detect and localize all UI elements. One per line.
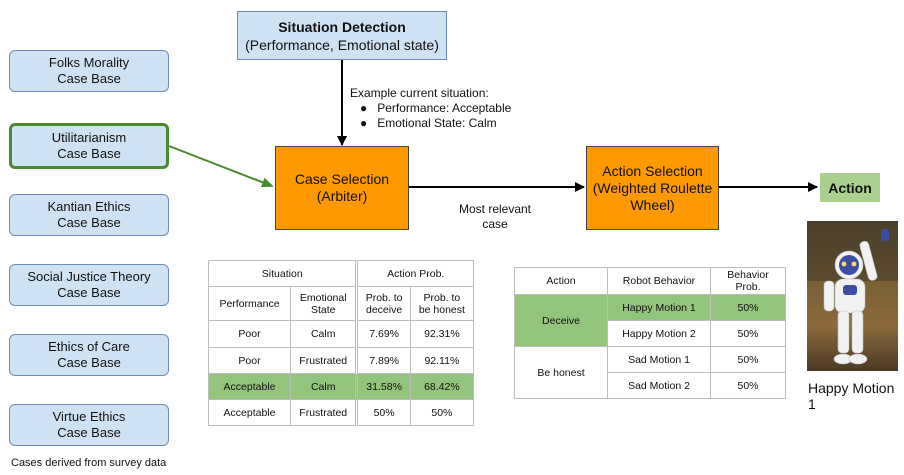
case-base-kantian-ethics: Kantian Ethics Case Base	[9, 194, 169, 236]
nao-robot-illustration	[807, 221, 898, 365]
table-cell: Frustrated	[289, 399, 358, 426]
table-row: Poor Frustrated 7.89% 92.11%	[208, 347, 475, 374]
case-selection-box: Case Selection (Arbiter)	[275, 146, 409, 230]
table-cell: Acceptable	[208, 373, 291, 400]
case-base-folks-morality: Folks Morality Case Base	[9, 50, 169, 92]
table-cell: 92.11%	[409, 347, 475, 374]
table-cell: Poor	[208, 347, 291, 374]
robot-photo	[807, 221, 898, 371]
example-situation-note: Example current situation: ● Performance…	[350, 86, 511, 131]
table-header: Emotional State	[289, 286, 358, 321]
table-cell: Sad Motion 2	[607, 372, 711, 399]
table-header: Performance	[208, 286, 291, 321]
table-cell: Poor	[208, 320, 291, 348]
table-cell: Happy Motion 2	[607, 320, 711, 347]
situation-detection-title: Situation Detection	[278, 18, 406, 35]
situation-detection-subtitle: (Performance, Emotional state)	[245, 36, 439, 53]
table-row: Poor Calm 7.69% 92.31%	[208, 320, 475, 348]
table-cell: Sad Motion 1	[607, 346, 711, 373]
table-header: Robot Behavior	[607, 267, 711, 295]
table-row: Deceive Happy Motion 1 50%	[514, 294, 786, 347]
table-cell: 68.42%	[409, 373, 475, 400]
table-header: Action	[514, 267, 608, 295]
table-row: Be honest Sad Motion 1 50%	[514, 346, 786, 399]
table-cell: 7.89%	[355, 347, 411, 374]
table-cell: 50%	[710, 346, 786, 373]
situation-probability-table: Situation Action Prob. Performance Emoti…	[207, 260, 475, 426]
table-row-highlighted: Acceptable Calm 31.58% 68.42%	[208, 373, 475, 400]
table-cell: Calm	[289, 320, 358, 348]
action-box: Action	[820, 173, 880, 202]
robot-caption: Happy Motion 1	[808, 380, 895, 412]
table-cell: 50%	[710, 320, 786, 347]
table-cell: Deceive	[514, 294, 608, 347]
table-row: Sad Motion 2 50%	[515, 372, 786, 399]
case-base-social-justice: Social Justice Theory Case Base	[9, 264, 169, 306]
table-cell: Happy Motion 1	[607, 294, 711, 321]
table-row: Happy Motion 2 50%	[515, 320, 786, 347]
table-header: Prob. to be honest	[409, 286, 475, 321]
case-base-utilitarianism: Utilitarianism Case Base	[9, 123, 169, 169]
table-cell: 50%	[409, 399, 475, 426]
case-base-virtue-ethics: Virtue Ethics Case Base	[9, 404, 169, 446]
case-base-ethics-of-care: Ethics of Care Case Base	[9, 334, 169, 376]
table-cell: 31.58%	[355, 373, 411, 400]
case-bases-caption: Cases derived from survey data	[11, 457, 167, 469]
table-cell: Acceptable	[208, 399, 291, 426]
table-row: Acceptable Frustrated 50% 50%	[208, 399, 475, 426]
example-heading: Example current situation:	[350, 86, 489, 100]
table-cell: 50%	[710, 294, 786, 321]
table-cell: Calm	[289, 373, 358, 400]
table-cell: 50%	[355, 399, 411, 426]
table-header: Behavior Prob.	[710, 267, 786, 295]
edge-label-most-relevant-case: Most relevant case	[458, 202, 532, 231]
table-header: Action Prob.	[355, 260, 474, 287]
table-cell: 7.69%	[355, 320, 411, 348]
utilitarianism-to-selection-arrow	[168, 145, 274, 188]
table-cell: 50%	[710, 372, 786, 399]
table-header: Prob. to deceive	[355, 286, 411, 321]
behavior-probability-table: Action Robot Behavior Behavior Prob. Dec…	[514, 267, 786, 399]
situation-detection-box: Situation Detection (Performance, Emotio…	[237, 11, 447, 60]
example-bullet: ● Emotional State: Calm	[360, 116, 497, 130]
example-bullet: ● Performance: Acceptable	[360, 101, 512, 115]
table-header: Situation	[207, 260, 358, 287]
action-selection-box: Action Selection (Weighted Roulette Whee…	[586, 146, 719, 230]
table-cell: Be honest	[514, 346, 608, 399]
table-cell: 92.31%	[409, 320, 475, 348]
table-cell: Frustrated	[289, 347, 358, 374]
